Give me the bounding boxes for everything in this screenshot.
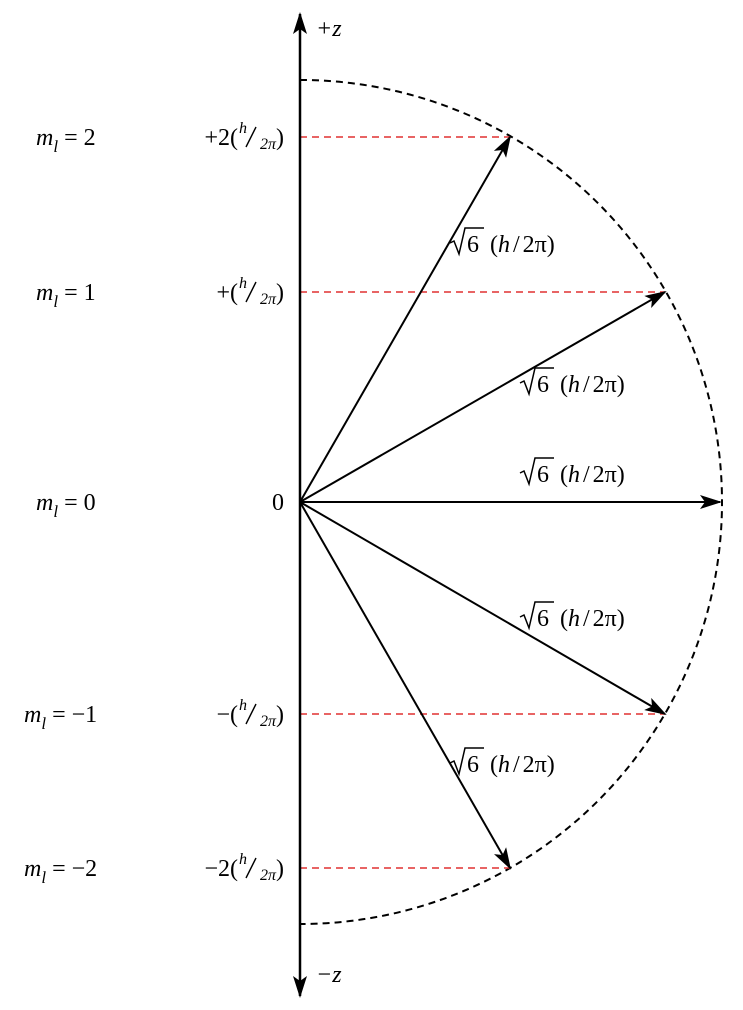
projection-lines <box>300 136 665 869</box>
svg-text:+(: +( <box>216 280 238 306</box>
z-component-label: )2π h−( <box>216 697 284 730</box>
z-component-label: )2π h−2( <box>204 851 284 884</box>
vector-magnitude-label: 6 (h/2π) <box>519 601 625 632</box>
axis-bottom-label: −z <box>316 962 342 988</box>
svg-text:6: 6 <box>537 462 549 488</box>
svg-text:2π: 2π <box>260 136 277 153</box>
momentum-vector <box>299 501 667 716</box>
level-label: ml= −2)2π h−2( <box>24 851 284 887</box>
vector-magnitude-label: 6 (h/2π) <box>449 227 555 258</box>
ml-label: ml= 2 <box>36 125 96 156</box>
svg-text:6: 6 <box>467 752 479 778</box>
vector-labels: 6 (h/2π) 6 (h/2π) 6 (h/2π) 6 (h/2π) 6 (h/2π) <box>449 227 625 778</box>
svg-text:): ) <box>276 702 284 728</box>
svg-text:−(: −( <box>216 702 238 728</box>
svg-text:6: 6 <box>537 606 549 632</box>
svg-text:2π: 2π <box>260 867 277 884</box>
svg-text:+2(: +2( <box>204 125 238 151</box>
ml-label: ml= 0 <box>36 490 96 521</box>
z-component-label: 0 <box>272 490 284 516</box>
svg-text:(h/2π): (h/2π) <box>560 606 625 632</box>
z-component-label: )2π h+2( <box>204 120 284 153</box>
vector-magnitude-label: 6 (h/2π) <box>519 367 625 398</box>
level-label: ml= 1)2π h+( <box>36 275 284 311</box>
momentum-vector <box>299 291 667 503</box>
ml-label: ml= −1 <box>24 702 97 733</box>
ml-label: ml= 1 <box>36 280 96 311</box>
z-component-label: )2π h+( <box>216 275 284 308</box>
momentum-vector <box>299 135 511 503</box>
svg-text:−2(: −2( <box>204 856 238 882</box>
svg-text:2π: 2π <box>260 713 277 730</box>
momentum-vectors <box>299 135 722 870</box>
svg-text:h: h <box>239 120 247 137</box>
vector-magnitude-label: 6 (h/2π) <box>449 747 555 778</box>
vector-magnitude-label: 6 (h/2π) <box>519 457 625 488</box>
svg-text:h: h <box>239 275 247 292</box>
svg-text:): ) <box>276 125 284 151</box>
svg-text:(h/2π): (h/2π) <box>560 372 625 398</box>
svg-text:): ) <box>276 280 284 306</box>
momentum-vector <box>299 501 511 870</box>
svg-text:(h/2π): (h/2π) <box>490 752 555 778</box>
axis-top-label: +z <box>316 16 342 42</box>
svg-text:6: 6 <box>467 232 479 258</box>
ml-label: ml= −2 <box>24 856 97 887</box>
svg-text:h: h <box>239 697 247 714</box>
svg-text:6: 6 <box>537 372 549 398</box>
svg-text:h: h <box>239 851 247 868</box>
level-label: ml= 0 0 <box>36 490 284 521</box>
svg-text:(h/2π): (h/2π) <box>490 232 555 258</box>
svg-text:): ) <box>276 856 284 882</box>
dashed-arc <box>299 79 723 925</box>
level-label: ml= 2)2π h+2( <box>36 120 284 156</box>
svg-text:(h/2π): (h/2π) <box>560 462 625 488</box>
level-label: ml= −1)2π h−( <box>24 697 284 733</box>
svg-text:2π: 2π <box>260 291 277 308</box>
